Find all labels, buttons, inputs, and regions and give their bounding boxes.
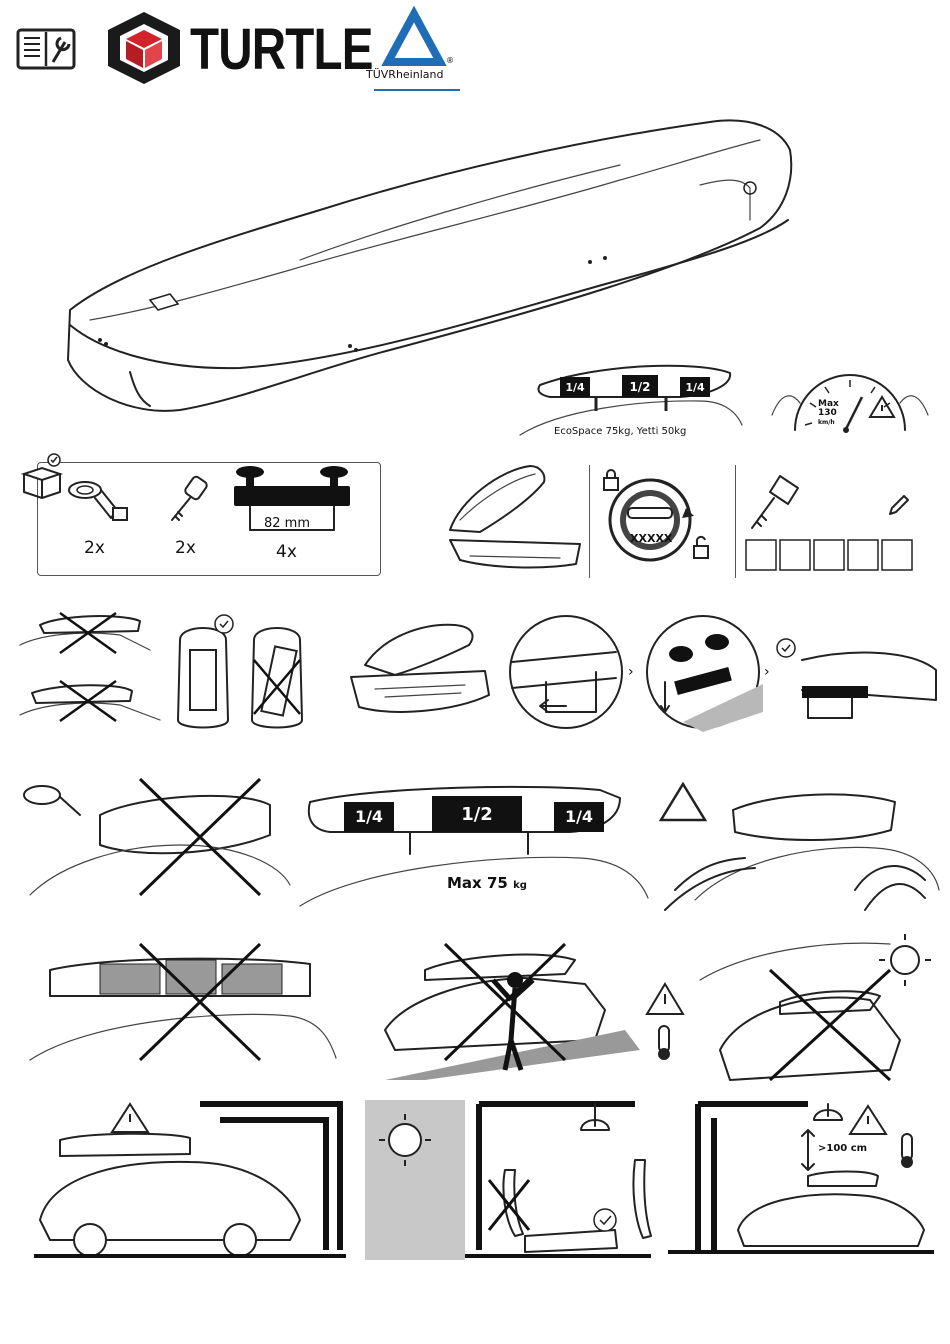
heat-warning-icon (645, 980, 685, 1060)
car-top-view-wrong (240, 610, 315, 735)
key-icon (164, 474, 210, 524)
hero-load-label-center: 1/2 (629, 380, 650, 394)
strap-count: 2x (84, 538, 105, 558)
clearance-label: >100 cm (818, 1143, 867, 1154)
load-label-center: 1/2 (461, 804, 493, 825)
garage-clearance-warning (30, 1100, 350, 1260)
strap-overload-wrong (20, 775, 290, 915)
turtle-logo-icon (104, 10, 184, 86)
clamp-count: 4x (276, 542, 297, 562)
car-top-view-correct (166, 610, 241, 735)
open-box-check-icon (18, 452, 66, 500)
registered-mark: ® (446, 56, 454, 65)
roof-box-mounted-correct (772, 630, 937, 730)
max-load-value: Max 75 (447, 874, 508, 892)
speed-unit: km/h (818, 418, 839, 427)
person-lifting-box-wrong (365, 940, 640, 1080)
strap-icon (65, 470, 135, 530)
lock-code-mask: XXXXX (630, 532, 672, 545)
speedometer-icon (770, 355, 930, 435)
lock-dial-icon (598, 470, 728, 575)
clamp-install-circle (643, 612, 763, 737)
hero-load-label-right: 1/4 (685, 381, 705, 394)
brand-name: TURTLE (190, 16, 373, 83)
max-load-unit: kg (513, 880, 527, 891)
overpacked-box-wrong (30, 940, 340, 1065)
tuv-certifier-label: TÜVRheinland (366, 68, 443, 81)
vertical-storage-illustration (365, 1100, 655, 1260)
open-roof-box-icon (440, 460, 585, 580)
divider-1 (589, 465, 590, 578)
hero-load-label-left: 1/4 (565, 381, 585, 394)
load-label-left: 1/4 (355, 807, 383, 826)
max-load-caption: EcoSpace 75kg, Yetti 50kg (554, 426, 686, 437)
roof-box-base-illustration (345, 615, 495, 725)
key-code-icon (744, 468, 914, 578)
manual-wrench-icon (16, 28, 76, 72)
ceiling-storage-illustration (668, 1100, 938, 1260)
key-count: 2x (175, 538, 196, 558)
divider-2 (735, 465, 736, 578)
load-label-right: 1/4 (565, 807, 593, 826)
speed-value: 130 (818, 409, 839, 418)
clamp-detail-circle (506, 612, 626, 732)
crosswind-warning-illustration (655, 780, 940, 915)
clamp-dimension: 82 mm (264, 516, 310, 531)
sun-parked-wrong (690, 930, 935, 1090)
orientation-wrong-illustration (20, 605, 165, 730)
